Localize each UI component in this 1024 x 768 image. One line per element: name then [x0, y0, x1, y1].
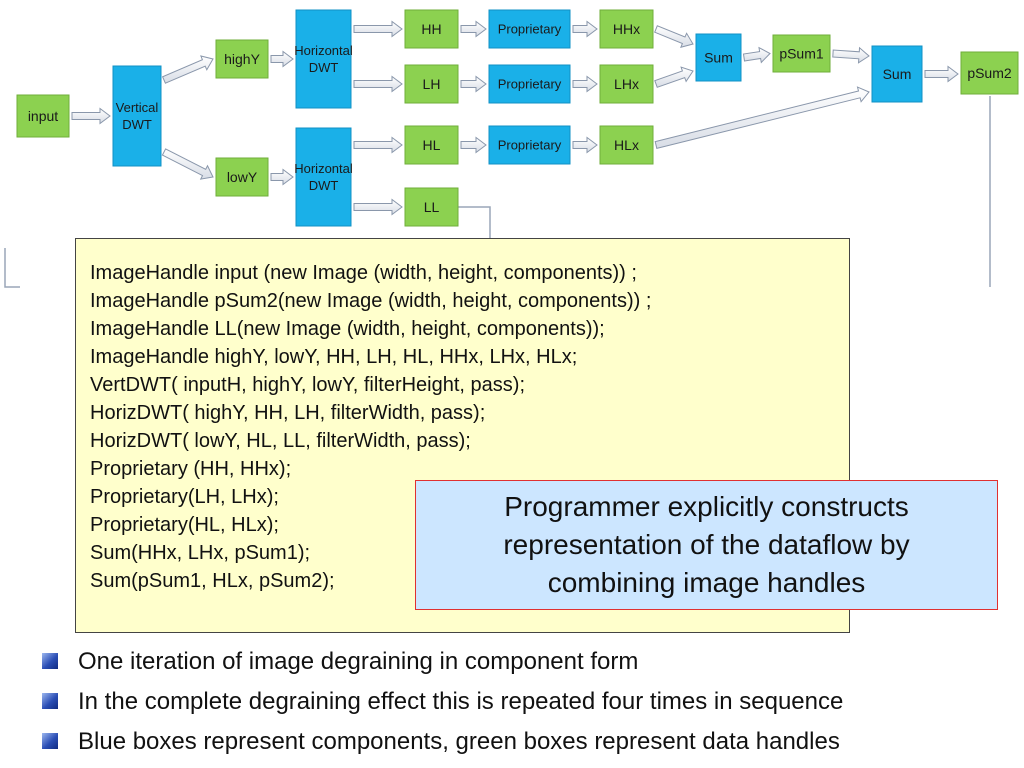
node-label: Horizontal [294, 43, 353, 58]
node-label: LHx [614, 76, 639, 92]
flow-arrow-prop1-to-HHx [572, 20, 598, 38]
callout-text-line: representation of the dataflow by [503, 529, 910, 560]
code-line: ImageHandle highY, lowY, HH, LH, HL, HHx… [90, 346, 578, 368]
node-label: HHx [613, 21, 640, 37]
code-line: VertDWT( inputH, highY, lowY, filterHeig… [90, 374, 525, 396]
code-line: HorizDWT( lowY, HL, LL, filterWidth, pas… [90, 430, 471, 452]
node-label: Proprietary [498, 22, 562, 37]
node-label: HH [421, 21, 441, 37]
flow-arrow-HL-to-prop3 [460, 136, 487, 154]
code-line: Sum(pSum1, HLx, pSum2); [90, 570, 335, 592]
node-label: pSum2 [967, 65, 1012, 81]
node-LH-data-handle: LH [404, 64, 459, 104]
flow-arrow-prop2-to-LHx [572, 75, 598, 93]
node-input-data-handle: input [16, 94, 70, 138]
code-line: ImageHandle pSum2(new Image (width, heig… [90, 290, 652, 312]
node-lowY-data-handle: lowY [215, 157, 269, 197]
node-label: LH [423, 76, 441, 92]
node-label: HL [423, 137, 441, 153]
callout-box: Programmer explicitly constructs represen… [415, 480, 998, 610]
node-prop2-component: Proprietary [488, 64, 571, 104]
bullet-item: Blue boxes represent components, green b… [40, 722, 1020, 762]
flow-arrow-HHx-to-sum1 [654, 25, 694, 48]
bullet-text: Blue boxes represent components, green b… [78, 728, 840, 755]
node-prop1-component: Proprietary [488, 9, 571, 49]
flow-arrow-hdwt1-to-LH [353, 75, 403, 93]
node-pSum1-data-handle: pSum1 [772, 34, 831, 73]
code-line: Sum(HHx, LHx, pSum1); [90, 542, 311, 564]
square-bullet-icon [42, 693, 58, 709]
node-HL-data-handle: HL [404, 125, 459, 165]
node-HH-data-handle: HH [404, 9, 459, 49]
node-label: DWT [309, 178, 339, 193]
node-label: Vertical [116, 100, 159, 115]
node-HLx-data-handle: HLx [599, 125, 654, 165]
flow-arrow-hdwt2-to-LL [353, 198, 403, 216]
node-label: LL [424, 199, 440, 215]
node-label: input [28, 108, 58, 124]
node-pSum2-data-handle: pSum2 [960, 51, 1019, 95]
connector-line-ll [458, 206, 491, 240]
flow-arrow-prop3-to-HLx [572, 136, 598, 154]
node-HHx-data-handle: HHx [599, 9, 654, 49]
code-line: Proprietary(HL, HLx); [90, 514, 279, 536]
node-label: pSum1 [779, 45, 824, 61]
bullet-text: One iteration of image degraining in com… [78, 648, 639, 675]
node-label: Proprietary [498, 138, 562, 153]
square-bullet-icon [42, 733, 58, 749]
flow-arrow-vdwt-to-highY [161, 55, 214, 84]
flow-arrow-LHx-to-sum1 [654, 66, 694, 88]
flow-arrow-hdwt1-to-HH [353, 20, 403, 38]
bullet-list: One iteration of image degraining in com… [40, 642, 1020, 762]
node-label: lowY [227, 169, 258, 185]
code-line: ImageHandle LL(new Image (width, height,… [90, 318, 605, 340]
square-bullet-icon [42, 653, 58, 669]
node-label: highY [224, 51, 260, 67]
node-prop3-component: Proprietary [488, 125, 571, 165]
callout-text-line: combining image handles [547, 567, 866, 598]
node-sum1-component: Sum [695, 33, 742, 82]
bullet-text: In the complete degraining effect this i… [78, 688, 844, 715]
flow-arrow-sum1-to-pSum1 [742, 46, 771, 64]
node-label: Sum [704, 49, 733, 65]
flow-arrow-HH-to-prop1 [460, 20, 487, 38]
dataflow-diagram: inputVerticalDWThighYlowYHorizontalDWTHo… [4, 9, 1019, 288]
node-highY-data-handle: highY [215, 39, 269, 79]
flow-arrow-vdwt-to-lowY [161, 148, 214, 180]
flow-arrow-LH-to-prop2 [460, 75, 487, 93]
bullet-item: In the complete degraining effect this i… [40, 682, 1020, 722]
flow-arrow-HLx-to-sum2 [654, 86, 870, 150]
code-line: Proprietary(LH, LHx); [90, 486, 279, 508]
node-LHx-data-handle: LHx [599, 64, 654, 104]
flow-arrow-hdwt2-to-HL [353, 136, 403, 154]
node-LL-data-handle: LL [404, 187, 459, 227]
node-sum2-component: Sum [871, 45, 923, 103]
flow-arrow-highY-to-hdwt1 [270, 50, 294, 68]
node-label: Sum [883, 66, 912, 82]
node-label: DWT [122, 117, 152, 132]
node-label: Horizontal [294, 161, 353, 176]
callout-text-line: Programmer explicitly constructs [504, 491, 909, 522]
node-label: DWT [309, 60, 339, 75]
flow-arrow-sum2-to-pSum2 [924, 65, 959, 83]
flow-arrow-lowY-to-hdwt2 [270, 168, 294, 186]
code-line: Proprietary (HH, HHx); [90, 458, 292, 480]
node-label: HLx [614, 137, 639, 153]
node-label: Proprietary [498, 77, 562, 92]
code-line: ImageHandle input (new Image (width, hei… [90, 262, 637, 284]
flow-arrow-pSum1-to-sum2 [832, 46, 870, 64]
bullet-item: One iteration of image degraining in com… [40, 642, 1020, 682]
connector-line-left [4, 248, 20, 288]
flow-arrow-input-to-vdwt [71, 107, 111, 125]
code-line: HorizDWT( highY, HH, LH, filterWidth, pa… [90, 402, 486, 424]
